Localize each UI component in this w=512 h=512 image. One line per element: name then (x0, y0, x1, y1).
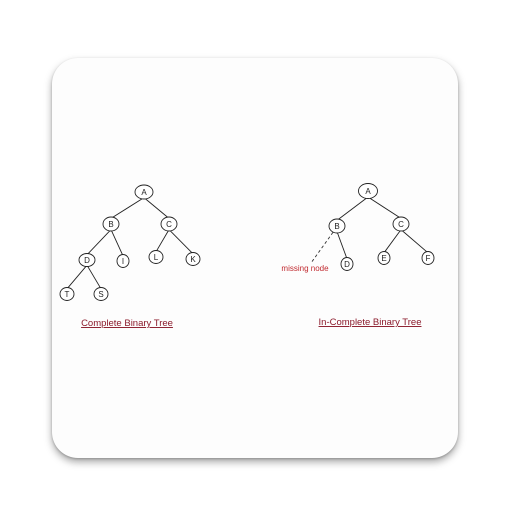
tree-edge-a-b (110, 197, 145, 219)
tree-edge-c-l (155, 229, 170, 253)
tree-node-label: A (141, 188, 147, 197)
tree-node-circle (148, 250, 164, 264)
tree-node-label: D (84, 256, 90, 265)
tree-node-i: I (116, 254, 130, 268)
tree-node-f: F (421, 251, 435, 265)
tree-node-circle (102, 216, 120, 232)
tree-node-circle (78, 253, 96, 267)
tree-node-label: T (65, 290, 70, 299)
tree-edge-d-t (66, 264, 88, 290)
tree-node-label: F (426, 254, 431, 263)
tree-edge-b-i (110, 229, 124, 256)
tree-node-label: C (398, 220, 404, 229)
tree-node-label: I (122, 257, 124, 266)
tree-node-k: K (185, 252, 201, 266)
tree-node-s: S (93, 287, 109, 301)
tree-node-circle (377, 251, 391, 265)
tree-node-label: B (108, 220, 113, 229)
tree-node-d: D (340, 257, 354, 271)
tree-node-c: C (160, 216, 178, 232)
complete-tree-caption: Complete Binary Tree (81, 318, 173, 329)
tree-node-circle (59, 287, 75, 301)
incomplete-tree-caption: In-Complete Binary Tree (319, 317, 422, 328)
tree-edge-a-c (143, 197, 170, 219)
incomplete-binary-tree: A B C D E F missing node In-Complete Binary T… (281, 183, 435, 328)
tree-edge-a-c (367, 196, 402, 219)
tree-node-label: K (190, 255, 196, 264)
tree-node-label: B (334, 222, 339, 231)
tree-node-label: D (344, 260, 350, 269)
tree-node-circle (160, 216, 178, 232)
tree-node-label: S (98, 290, 103, 299)
tree-node-a: A (358, 183, 378, 199)
tree-edge-a-b (336, 196, 369, 221)
tree-node-label: A (365, 187, 371, 196)
tree-node-b: B (328, 218, 346, 234)
tree-node-circle (358, 183, 378, 199)
tree-edge-d-s (86, 264, 102, 290)
tree-edge-b-d (86, 229, 112, 256)
tree-edge-c-e (383, 229, 402, 254)
tree-node-t: T (59, 287, 75, 301)
missing-node-label: missing node (281, 264, 329, 273)
tree-node-circle (185, 252, 201, 266)
tree-edge-c-k (168, 229, 194, 255)
tree-edge-c-f (400, 229, 429, 254)
tree-node-circle (93, 287, 109, 301)
tree-node-c: C (392, 216, 410, 232)
tree-node-circle (421, 251, 435, 265)
tree-node-d: D (78, 253, 96, 267)
tree-edge-b-d (336, 231, 348, 259)
tree-node-label: L (154, 253, 159, 262)
tree-node-circle (392, 216, 410, 232)
tree-node-e: E (377, 251, 391, 265)
tree-node-label: C (166, 220, 172, 229)
tree-node-a: A (134, 184, 154, 200)
complete-binary-tree: A B C D I L K T S Complete Binary Tree (59, 184, 201, 329)
tree-node-circle (340, 257, 354, 271)
tree-node-l: L (148, 250, 164, 264)
tree-node-circle (116, 254, 130, 268)
tree-node-label: E (381, 254, 386, 263)
missing-node-edge (310, 232, 334, 264)
tree-node-circle (328, 218, 346, 234)
tree-node-b: B (102, 216, 120, 232)
tree-node-circle (134, 184, 154, 200)
